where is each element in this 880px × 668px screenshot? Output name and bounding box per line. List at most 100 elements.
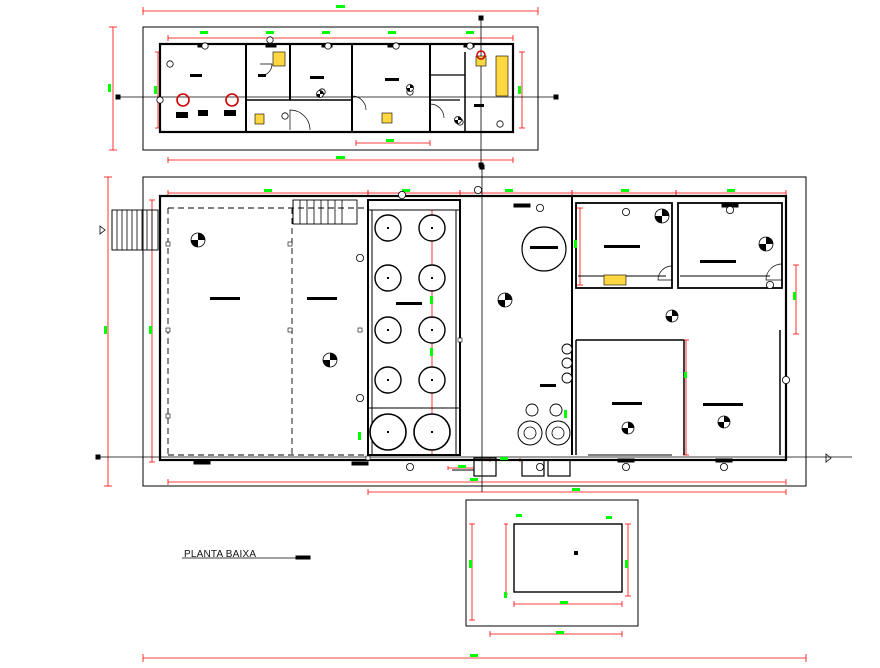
dimension-tag [504,592,507,598]
tank-center [387,277,389,279]
level-triangle [825,453,832,463]
box-mark [734,276,746,288]
axis-end-mark [478,15,484,21]
room-label-bar [612,402,642,405]
column-mark [165,241,171,247]
box-cross [576,276,588,288]
pump [545,420,571,446]
pump-inner [523,426,537,440]
level-marker-fill [505,293,512,300]
level-marker-fill [718,422,724,428]
room-tag-01 [201,42,209,50]
tank-center [431,277,433,279]
level-marker-fill [666,316,672,322]
pump-small [525,403,539,417]
control-room-wall [677,202,783,289]
furniture-block [198,110,208,116]
dimension-tag [336,156,345,159]
main-outer-wall [158,194,788,462]
axis-end-mark [479,164,485,170]
room-tag-main-7 [405,462,414,471]
plan-title: PLANTA BAIXA [184,549,257,560]
main-plan-frame [142,176,807,487]
dimension-tag [518,86,521,94]
pump-small [561,372,573,384]
column-mark [287,327,293,333]
level-marker-fill [655,216,662,223]
level-triangle [99,225,106,235]
dimension-tag [336,5,345,8]
axis-end-mark [95,454,101,460]
level-marker-fill [320,90,324,94]
dimension-tag [606,516,612,519]
dimension-tag [430,296,433,304]
desk [176,56,234,98]
door-swing [765,263,783,281]
level-marker-fill [498,300,505,307]
cabinet [596,398,608,438]
stairs [111,209,159,251]
machine-body [244,362,274,408]
fixtures [176,50,746,560]
level-marker-fill [766,237,773,244]
dimension-tag [458,465,466,468]
dimension-tag [621,189,629,192]
dimension-tag [556,631,564,634]
pump-small [549,403,563,417]
dimension-tags [104,5,796,657]
dimension-lines [104,7,807,662]
room-label-bar [604,245,640,248]
room-label-bar [190,74,202,77]
level-marker-fill [330,353,337,360]
dimension-tag [154,86,157,94]
axis-end-mark [115,94,121,100]
detail-frame [465,499,639,627]
detail-motor [524,544,548,560]
dimension-tag [516,514,522,517]
detail-center [574,551,578,555]
fixture-yellow [475,55,487,67]
cabinet [646,398,658,438]
tank-center [387,379,389,381]
room-tag-07 [156,96,164,104]
dimension-tag [727,189,735,192]
furniture-block [224,110,236,116]
control-panel [688,218,720,226]
fixture-yellow [254,113,265,125]
pump-small [561,357,573,369]
pump-inner [551,426,565,440]
tank-band [530,246,558,249]
dimension-tag [430,348,433,356]
level-marker-fill [323,360,330,367]
room-tag-main-9 [622,462,631,471]
level-marker-fill [662,209,669,216]
room-tag-main-6 [355,393,364,402]
room-tag-main-5 [355,253,364,262]
door-swing [351,95,367,111]
level-marker-fill [672,310,678,316]
sink [252,84,262,94]
dimension-tag [200,31,208,34]
walls [95,15,852,627]
room-label-bar [396,302,422,305]
dimension-tag [388,31,396,34]
room-tag-05 [466,42,474,50]
tank-room-wall [367,199,461,456]
dimension-tag [108,84,111,92]
title-underline-mark [295,555,311,560]
level-marker-fill [458,116,462,120]
machine-base [240,415,290,435]
axis-end-mark [553,94,559,100]
level-marker-fill [191,240,198,247]
dimension-tag [264,189,272,192]
room-label-bar [700,260,736,263]
dimension-tag [560,601,568,604]
furniture-block [176,112,188,118]
door-swing [429,103,445,119]
room-tag-main-0 [397,190,406,199]
fixture-yellow [381,112,393,124]
room-tag-06 [166,60,174,68]
dimension-tag [358,432,361,440]
room-tag-main-1 [473,185,482,194]
